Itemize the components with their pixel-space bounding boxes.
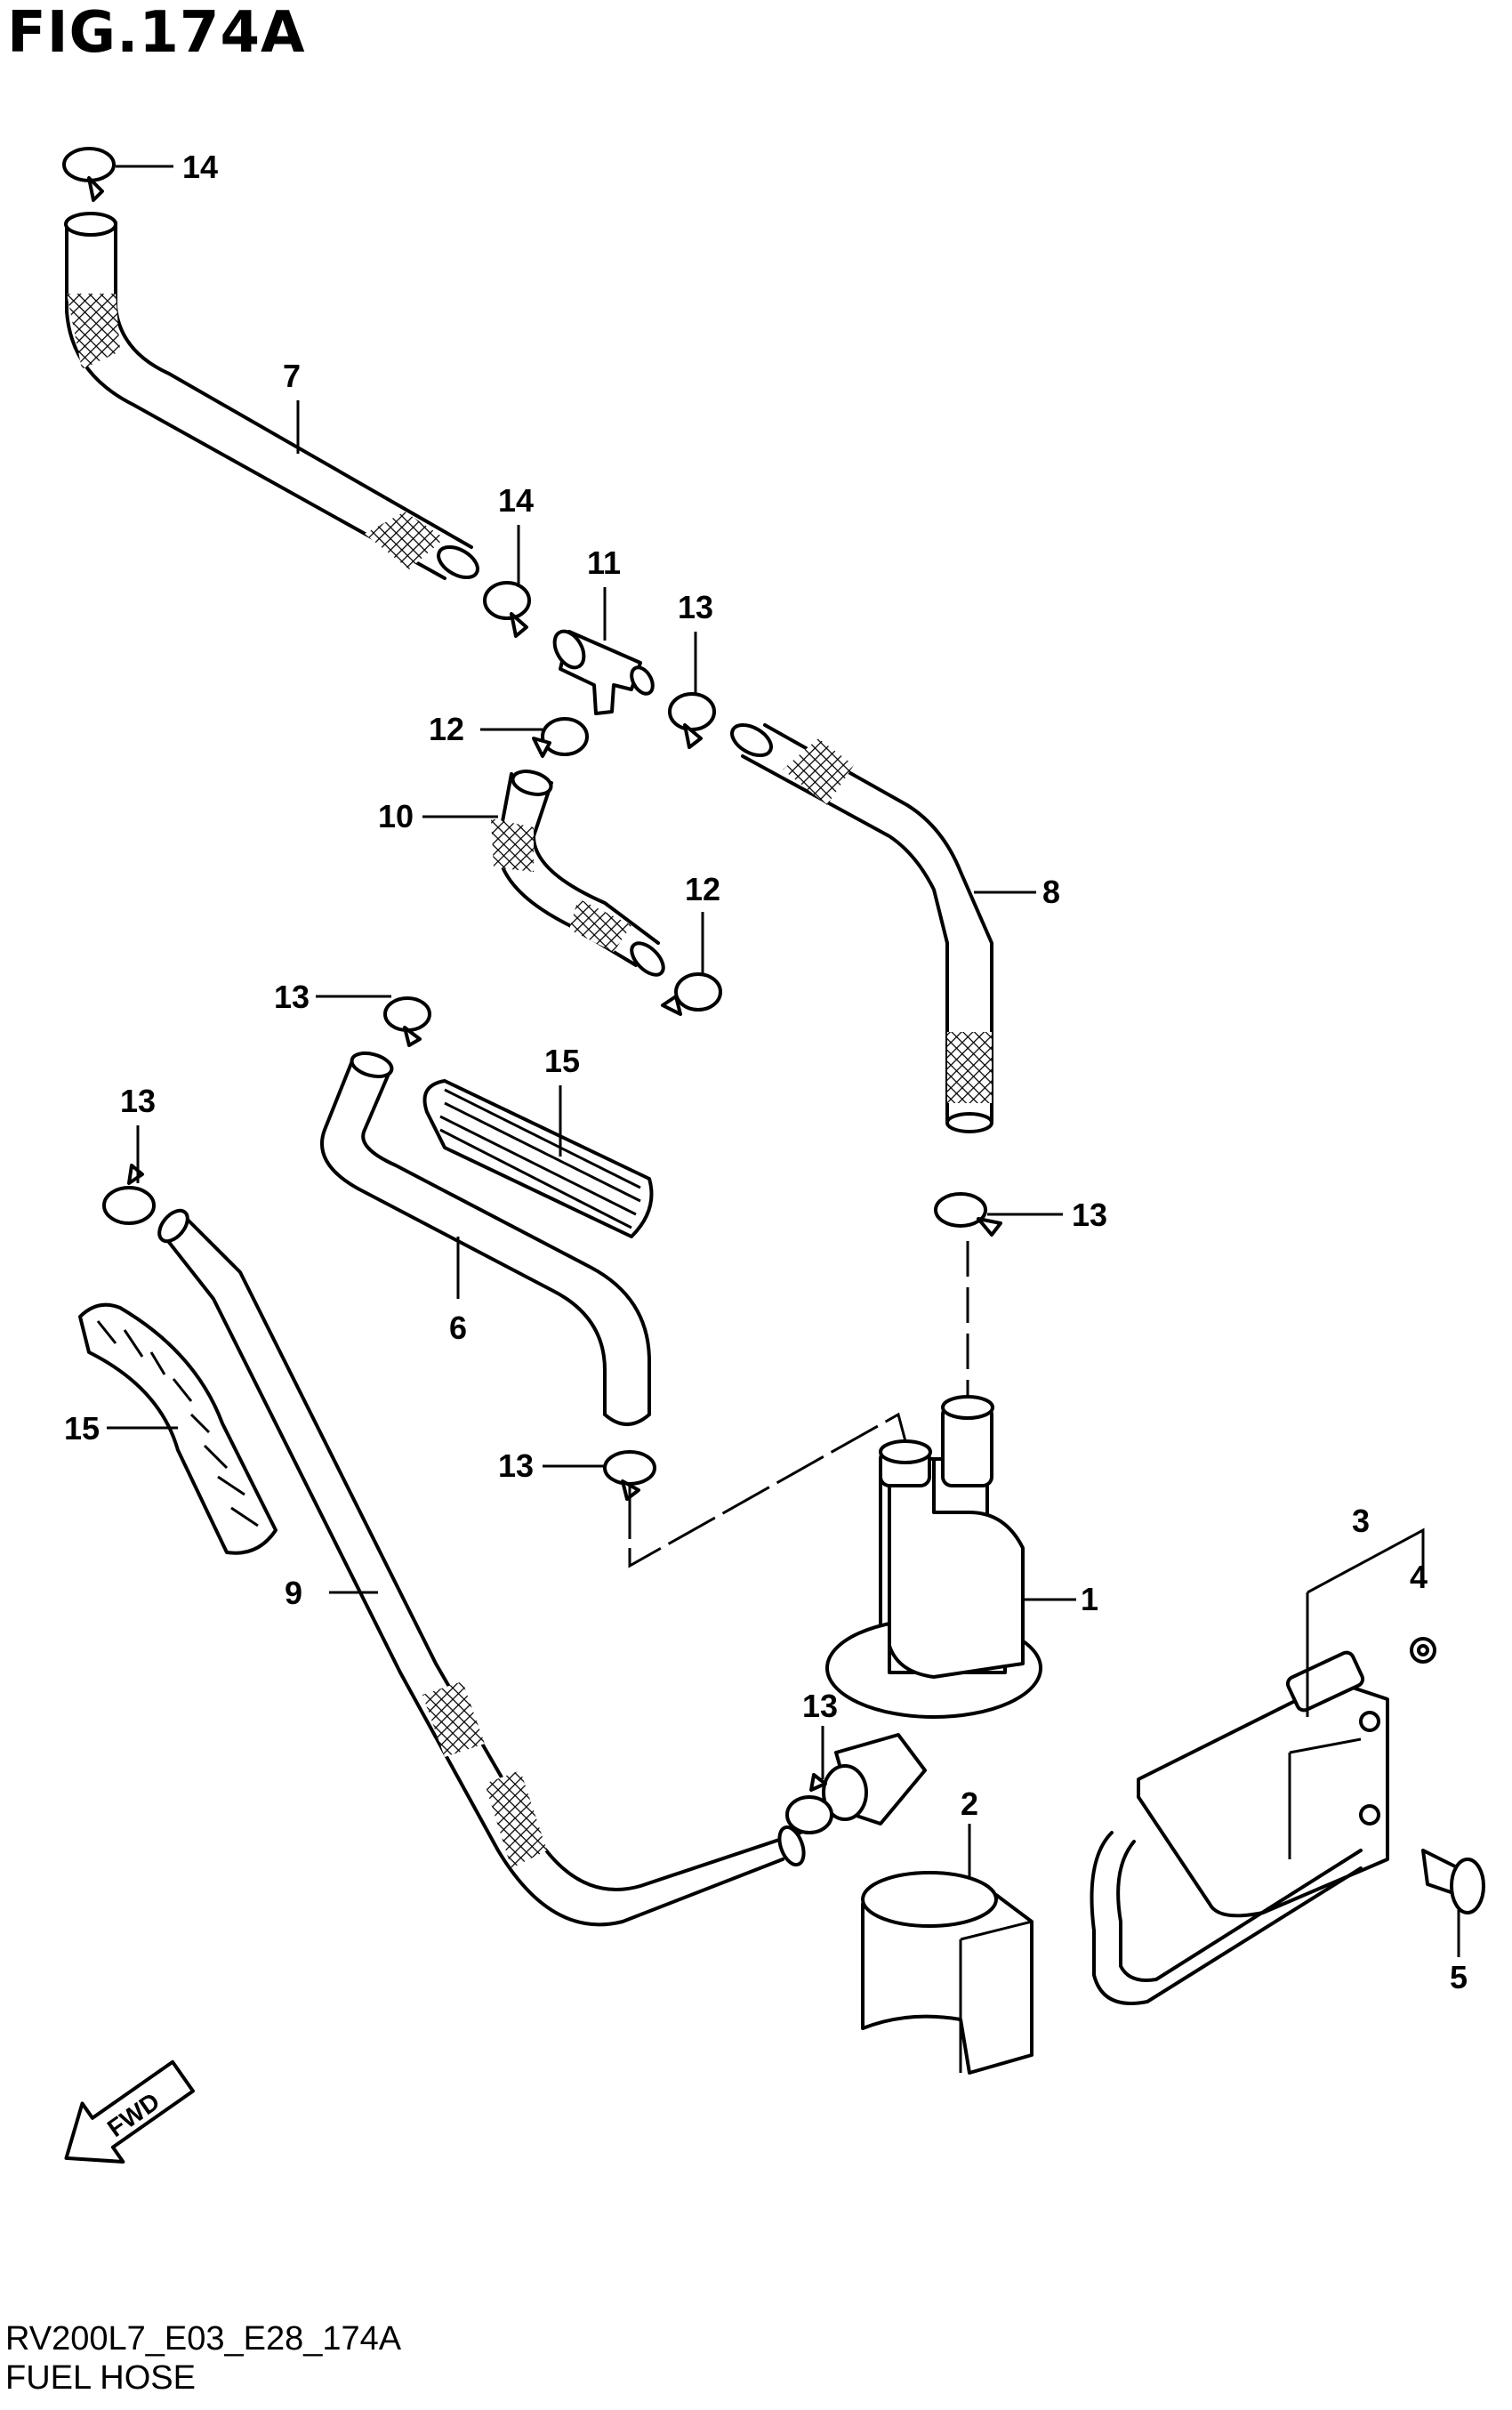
clamp-13-d [102,1164,156,1225]
callout-1: 1 [1081,1581,1098,1617]
clamp-14-mid [483,581,531,638]
callout-13-d: 13 [120,1083,156,1119]
connection-lines [628,1241,1425,1717]
fuel-hose-diagram: 14 7 14 11 13 12 10 12 8 13 15 13 6 13 1… [62,147,1485,2164]
clamp-13-f [785,1773,833,1834]
callout-15-b: 15 [64,1410,100,1447]
figure-caption: FUEL HOSE [5,2359,196,2397]
corrugated-hose-15-a [422,1079,654,1238]
bolt-part-5 [1421,1849,1485,1914]
callout-10: 10 [378,798,414,834]
clamp-13-a [668,692,716,749]
hose-part-10 [491,770,665,977]
callout-2: 2 [961,1785,978,1822]
callout-numbers: 14 7 14 11 13 12 10 12 8 13 15 13 6 13 1… [64,149,1468,1995]
hose-part-8 [730,722,993,1133]
clamp-14-top [62,147,116,202]
clamp-12-a [532,717,589,758]
callout-13-a: 13 [678,589,713,625]
callout-13-c: 13 [274,979,310,1015]
callout-7: 7 [283,358,301,394]
nut-part-4 [1410,1637,1436,1664]
joint-part-11 [552,629,655,715]
callout-15-a: 15 [544,1043,580,1079]
callout-12-b: 12 [685,871,720,907]
callout-3: 3 [1352,1503,1370,1539]
callout-12-a: 12 [429,711,464,747]
callout-5: 5 [1450,1959,1468,1995]
leader-lines [107,165,1460,1957]
hose-part-7 [64,212,479,580]
clamp-13-b [934,1192,1002,1237]
callout-14-mid: 14 [498,482,534,519]
figure-title: FIG.174A [7,0,306,66]
callout-6: 6 [449,1310,467,1346]
hose-part-9 [157,1208,806,1927]
fwd-arrow: FWD [64,2059,196,2164]
callout-13-e: 13 [498,1447,534,1484]
clamp-13-c [383,996,431,1047]
callout-13-b: 13 [1072,1197,1107,1233]
holder-part-2 [861,1871,1033,2075]
bracket-part-3 [1090,1650,1389,2005]
fuel-filter-part-1 [822,1395,1042,1826]
callout-9: 9 [285,1575,302,1611]
callout-13-f: 13 [802,1688,838,1724]
callout-8: 8 [1042,874,1060,910]
callout-11: 11 [587,544,621,581]
clamp-12-b [661,972,722,1016]
callout-4: 4 [1410,1559,1428,1595]
figure-code: RV200L7_E03_E28_174A [5,2320,402,2358]
callout-14-top: 14 [182,149,218,185]
